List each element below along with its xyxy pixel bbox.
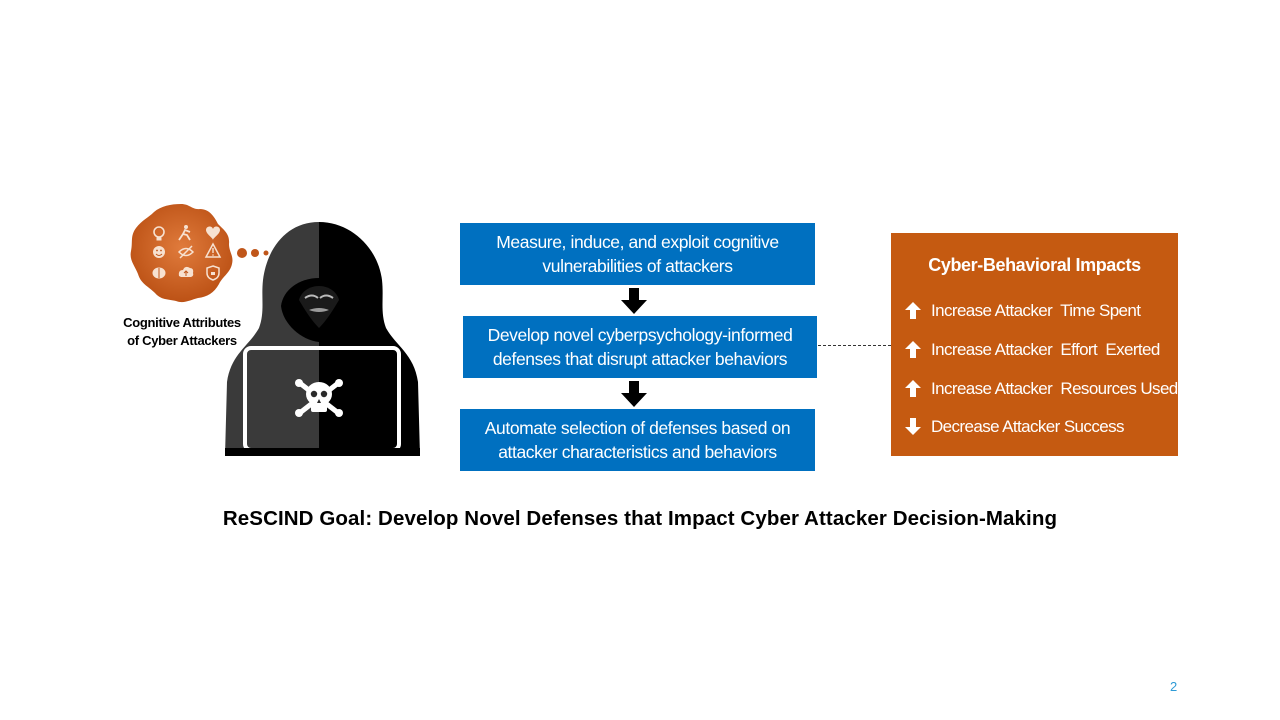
skull-crossbones-icon <box>295 379 343 417</box>
down-arrow-icon <box>621 288 647 314</box>
step3-line2: attacker characteristics and behaviors <box>498 442 777 462</box>
thought-dot-large <box>237 248 247 258</box>
up-arrow-icon <box>905 341 921 358</box>
cognitive-attributes-label: Cognitive Attributes of Cyber Attackers <box>112 314 252 350</box>
step2-line1: Develop novel cyberpsychology-informed <box>487 325 793 345</box>
impact-item: Decrease Attacker Success <box>905 415 1124 439</box>
cloud-upload-icon <box>178 266 194 277</box>
impact-label: Increase Attacker Resources Used <box>931 379 1178 398</box>
brain-icon <box>152 267 166 279</box>
impact-label: Increase Attacker Effort Exerted <box>931 340 1160 359</box>
step-automate-box: Automate selection of defenses based on … <box>460 409 815 471</box>
impact-item: Increase Attacker Resources Used <box>905 377 1178 401</box>
hooded-figure <box>225 222 420 456</box>
dashed-connector <box>818 345 891 346</box>
step1-line1: Measure, induce, and exploit cognitive <box>496 232 779 252</box>
cognitive-label-line2: of Cyber Attackers <box>127 333 237 348</box>
warning-icon <box>204 242 222 258</box>
lightbulb-icon <box>153 226 165 241</box>
cognitive-attributes-badge <box>130 204 269 303</box>
up-arrow-icon <box>905 380 921 397</box>
impacts-title: Cyber-Behavioral Impacts <box>928 255 1141 275</box>
step3-line1: Automate selection of defenses based on <box>484 418 791 438</box>
running-person-icon <box>178 225 191 241</box>
down-arrow-icon <box>621 381 647 407</box>
step2-line2: defenses that disrupt attacker behaviors <box>492 349 788 369</box>
cyber-behavioral-impacts-panel: Cyber-Behavioral Impacts Increase Attack… <box>891 233 1178 456</box>
smiley-icon <box>153 246 165 258</box>
thought-dot-medium <box>251 249 259 257</box>
impact-label: Decrease Attacker Success <box>931 417 1124 436</box>
step1-line2: vulnerabilities of attackers <box>542 256 733 276</box>
down-arrow-icon <box>905 418 921 435</box>
thought-dot-small <box>263 250 269 256</box>
page-number: 2 <box>1170 679 1178 694</box>
heart-icon <box>206 226 220 240</box>
impact-item: Increase Attacker Time Spent <box>905 299 1141 323</box>
step-measure-box: Measure, induce, and exploit cognitive v… <box>460 223 815 285</box>
mask-mustache <box>309 308 329 312</box>
hidden-eye-icon <box>177 245 195 259</box>
shield-icon <box>206 265 220 281</box>
hacker-illustration <box>225 222 420 456</box>
cognitive-label-line1: Cognitive Attributes <box>123 315 241 330</box>
goal-statement: ReSCIND Goal: Develop Novel Defenses tha… <box>222 507 1058 530</box>
impact-item: Increase Attacker Effort Exerted <box>905 338 1160 362</box>
mask-eyes <box>304 294 334 299</box>
impact-label: Increase Attacker Time Spent <box>931 301 1141 320</box>
up-arrow-icon <box>905 302 921 319</box>
laptop <box>225 346 420 456</box>
step-develop-box: Develop novel cyberpsychology-informed d… <box>463 316 817 378</box>
